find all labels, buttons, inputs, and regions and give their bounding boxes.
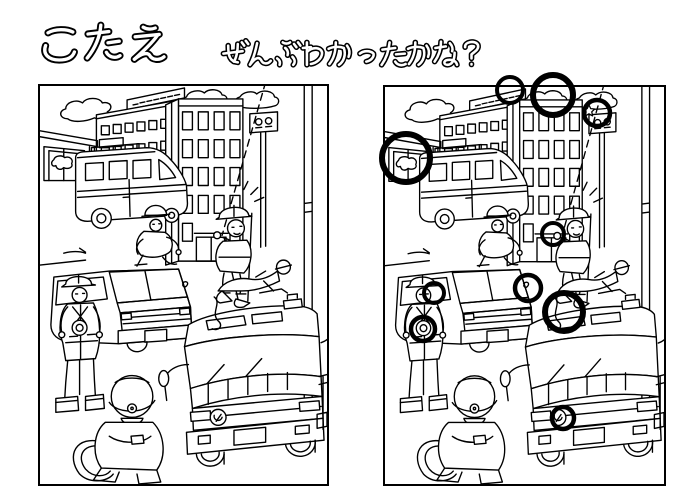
scene-panel-answers xyxy=(383,85,666,486)
page-subtitle-text: ぜんぶわかったかな？ xyxy=(0,0,1,1)
page-title-text: こたえ xyxy=(0,0,1,1)
scene-drawing-left xyxy=(40,86,327,484)
scene-drawing-right xyxy=(385,87,664,484)
page-subtitle xyxy=(218,36,496,72)
page-title xyxy=(38,20,168,68)
scene-panel-original xyxy=(38,84,329,486)
